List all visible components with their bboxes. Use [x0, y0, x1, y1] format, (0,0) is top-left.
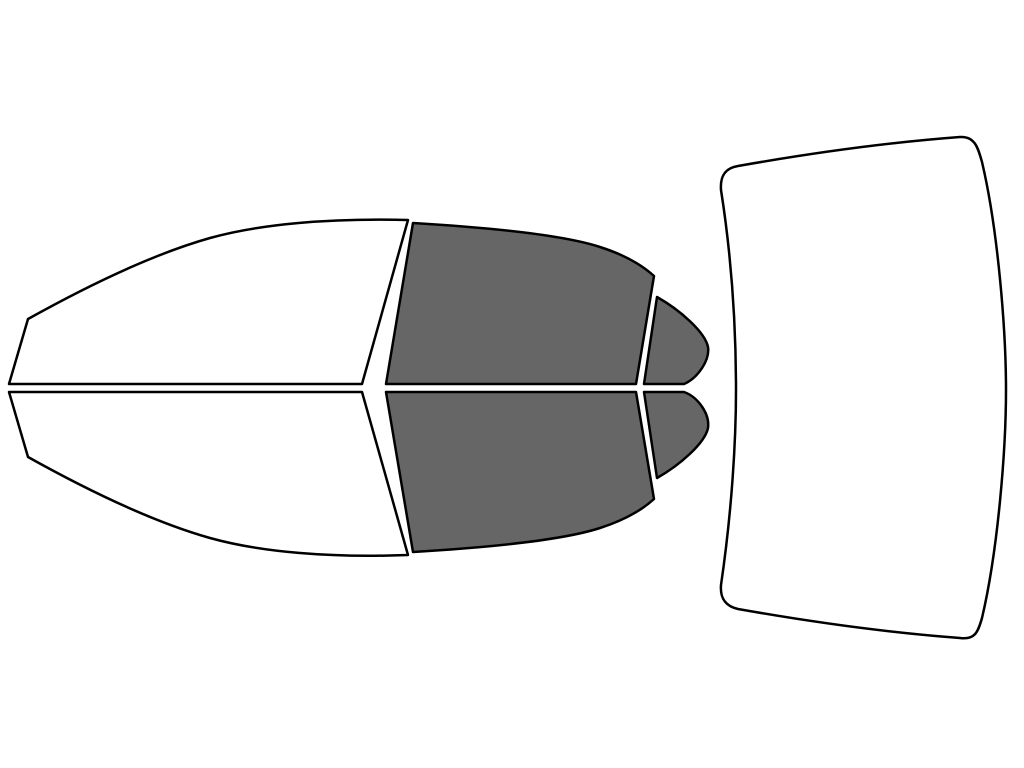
rear-left-quarter-window[interactable]: [642, 295, 710, 386]
front-left-door-window[interactable]: [7, 218, 410, 386]
rear-windshield[interactable]: [719, 135, 1008, 640]
rear-left-door-window[interactable]: [384, 221, 656, 386]
front-right-door-window[interactable]: [7, 390, 410, 557]
rear-right-door-window[interactable]: [384, 390, 656, 554]
rear-right-quarter-window[interactable]: [642, 390, 710, 480]
